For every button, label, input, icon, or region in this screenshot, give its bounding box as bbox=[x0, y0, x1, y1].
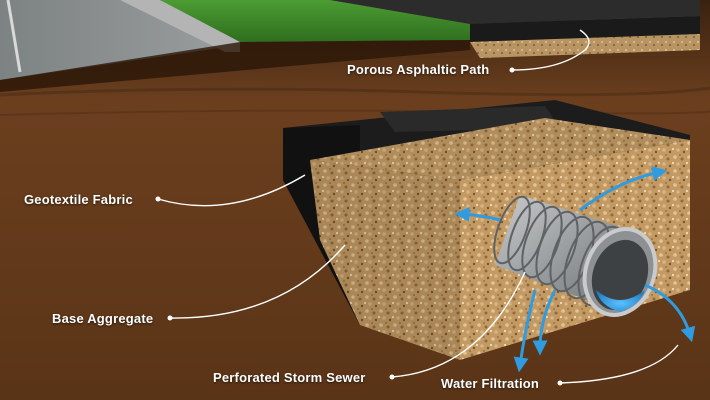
road-surface bbox=[0, 0, 240, 80]
leader-porous-path bbox=[511, 29, 590, 71]
road-lane-marking bbox=[6, 0, 22, 73]
curb bbox=[120, 0, 240, 52]
label-porous-asphaltic-path: Porous Asphaltic Path bbox=[347, 62, 490, 77]
label-perforated-storm-sewer: Perforated Storm Sewer bbox=[213, 370, 366, 385]
label-water-filtration: Water Filtration bbox=[441, 376, 540, 391]
water-arrow bbox=[532, 289, 557, 356]
porous-path-base-layer bbox=[470, 34, 700, 58]
leader-geotextile bbox=[157, 174, 306, 207]
callout-leaders bbox=[157, 29, 679, 384]
water-arrow bbox=[579, 166, 668, 212]
leader-storm-sewer bbox=[391, 271, 526, 378]
water-arrow bbox=[644, 283, 696, 343]
water-in-pipe bbox=[596, 290, 645, 312]
callout-dots bbox=[155, 67, 563, 386]
leader-base-aggregate bbox=[169, 244, 346, 319]
label-base-aggregate: Base Aggregate bbox=[52, 311, 154, 326]
water-arrow bbox=[513, 289, 537, 373]
label-geotextile-fabric: Geotextile Fabric bbox=[24, 192, 133, 207]
porous-path-edge bbox=[470, 16, 700, 42]
water-flow-arrows bbox=[454, 166, 696, 373]
porous-path-surface bbox=[330, 0, 700, 24]
leader-water-filtration bbox=[559, 344, 679, 384]
topsoil-edge bbox=[0, 40, 470, 92]
water-arrow bbox=[454, 206, 501, 222]
ground-surface bbox=[0, 0, 700, 92]
perforated-storm-sewer-pipe bbox=[493, 195, 658, 317]
